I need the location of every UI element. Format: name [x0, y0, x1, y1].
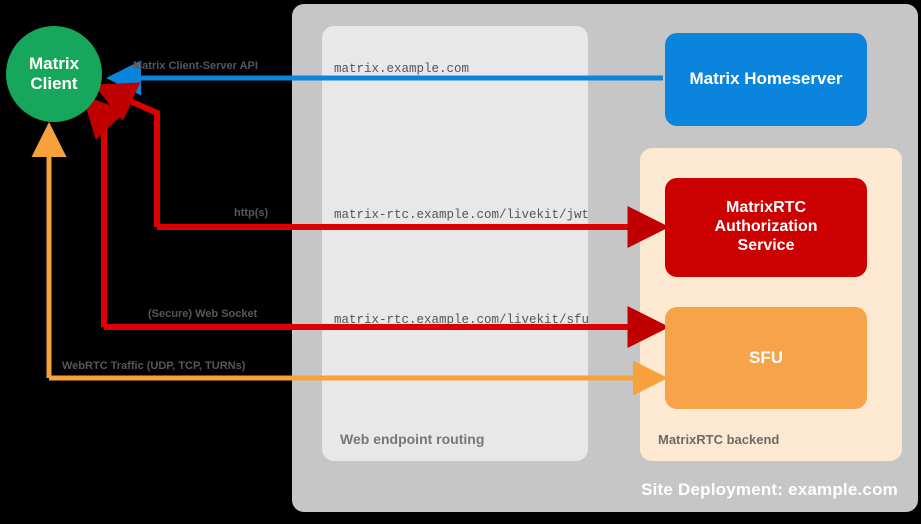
node-matrix-homeserver[interactable]: Matrix Homeserver [665, 33, 867, 126]
endpoint-url-matrix: matrix.example.com [334, 62, 470, 76]
node-auth-line3: Service [737, 236, 795, 254]
node-sfu[interactable]: SFU [665, 307, 867, 409]
web-endpoint-routing-label: Web endpoint routing [340, 431, 485, 447]
node-matrixrtc-authorization-service[interactable]: MatrixRTC Authorization Service [665, 178, 867, 277]
endpoint-url-livekit-jwt: matrix-rtc.example.com/livekit/jwt [334, 208, 590, 222]
web-endpoint-routing-container: Web endpoint routing [322, 26, 588, 461]
matrixrtc-backend-label: MatrixRTC backend [658, 432, 780, 447]
endpoint-url-livekit-sfu: matrix-rtc.example.com/livekit/sfu [334, 313, 590, 327]
node-auth-line2: Authorization [714, 218, 818, 236]
edge-label-webrtc-traffic: WebRTC Traffic (UDP, TCP, TURNs) [62, 360, 246, 372]
node-matrix-client-line1: Matrix [28, 54, 80, 74]
connector-jwt-return [93, 82, 160, 227]
node-sfu-label: SFU [749, 347, 783, 367]
node-matrix-homeserver-label: Matrix Homeserver [689, 69, 843, 89]
connector-websocket-return [82, 94, 127, 327]
edge-label-https: http(s) [234, 207, 269, 219]
node-matrix-client[interactable]: Matrix Client [6, 26, 102, 122]
node-auth-line1: MatrixRTC [725, 199, 806, 217]
node-matrix-client-line2: Client [30, 74, 78, 93]
edge-label-secure-web-socket: (Secure) Web Socket [148, 308, 258, 320]
site-deployment-label: Site Deployment: example.com [641, 480, 898, 499]
edge-label-matrix-client-server-api: Matrix Client-Server API [133, 60, 258, 72]
